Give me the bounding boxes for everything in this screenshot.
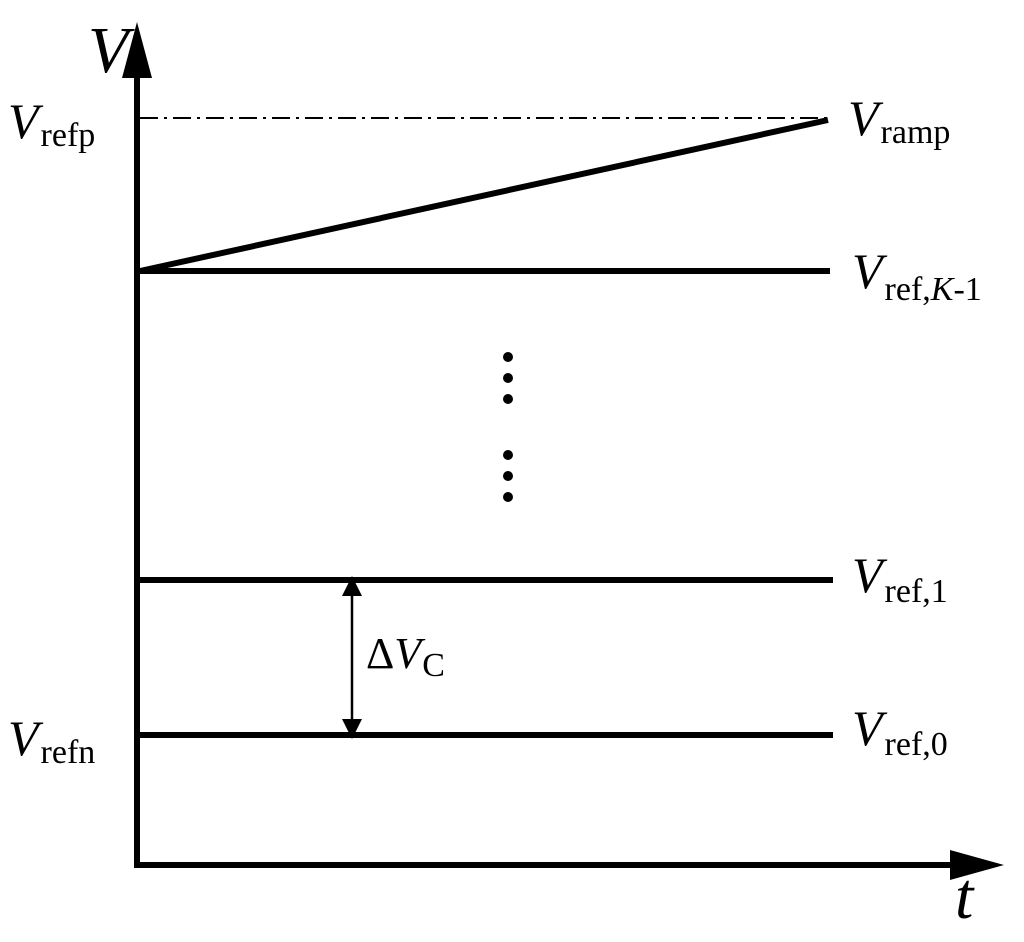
label-delta-vc: ΔVC [366,629,445,684]
vertical-ellipsis-lower [503,450,513,502]
vertical-ellipsis-upper [503,352,513,404]
label-vref-0: Vref,0 [852,700,948,763]
x-axis-label: t [955,860,975,933]
x-axis-arrowhead [950,850,1004,880]
ramp-line [139,117,829,274]
label-vref-1: Vref,1 [852,547,948,610]
label-vrefp: Vrefp [8,93,95,154]
label-vramp: Vramp [848,90,950,151]
y-axis-label: V [88,14,135,87]
y-axis-arrowhead [122,22,152,78]
label-vref-k-minus-1: Vref,K-1 [852,243,982,308]
label-vrefn: Vrefn [8,710,95,771]
